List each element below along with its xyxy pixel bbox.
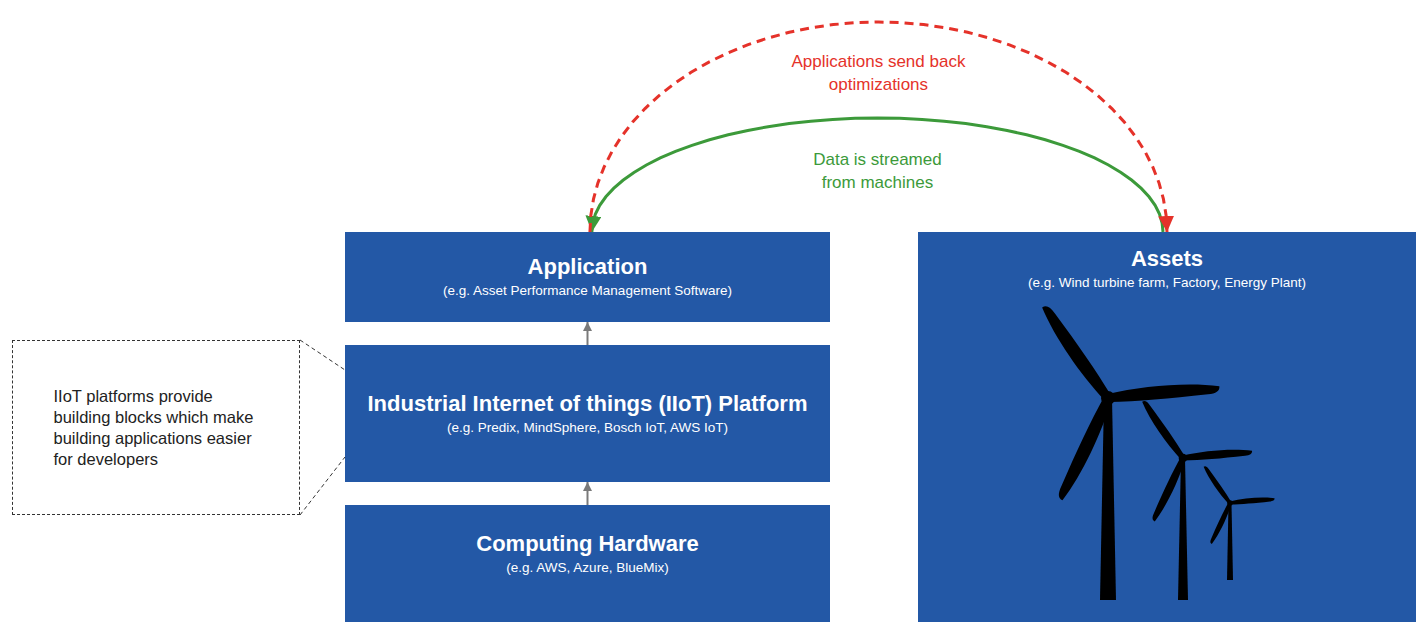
medium-turbine [1139,399,1252,600]
platform-box: Industrial Internet of things (IIoT) Pla… [345,345,830,482]
box-subtitle: (e.g. Wind turbine farm, Factory, Energy… [1028,274,1306,292]
stack-arrow [587,482,589,505]
box-title: Industrial Internet of things (IIoT) Pla… [368,391,808,417]
small-turbine [1202,465,1275,580]
box-title: Application [528,254,648,280]
box-title: Computing Hardware [476,531,698,557]
note-text: IIoT platforms provide building blocks w… [54,386,259,470]
box-title: Assets [1131,246,1203,272]
callout-note: IIoT platforms provide building blocks w… [12,340,300,515]
box-subtitle: (e.g. AWS, Azure, BlueMix) [506,559,668,577]
large-turbine [1038,303,1220,600]
hardware-box: Computing Hardware (e.g. AWS, Azure, Blue… [345,505,830,622]
box-subtitle: (e.g. Asset Performance Management Softw… [443,282,732,300]
edge-label: Applications send back optimizations [773,50,984,96]
box-subtitle: (e.g. Predix, MindSphere, Bosch IoT, AWS… [447,419,728,437]
stack-arrow [587,322,589,345]
data-stream-arrow [592,118,1163,232]
optimization-arrow [590,22,1167,232]
callout-leader [300,340,345,515]
assets-panel: Assets (e.g. Wind turbine farm, Factory, … [918,232,1416,622]
edge-label: Data is streamed from machines [799,148,955,194]
application-box: Application (e.g. Asset Performance Manag… [345,232,830,322]
